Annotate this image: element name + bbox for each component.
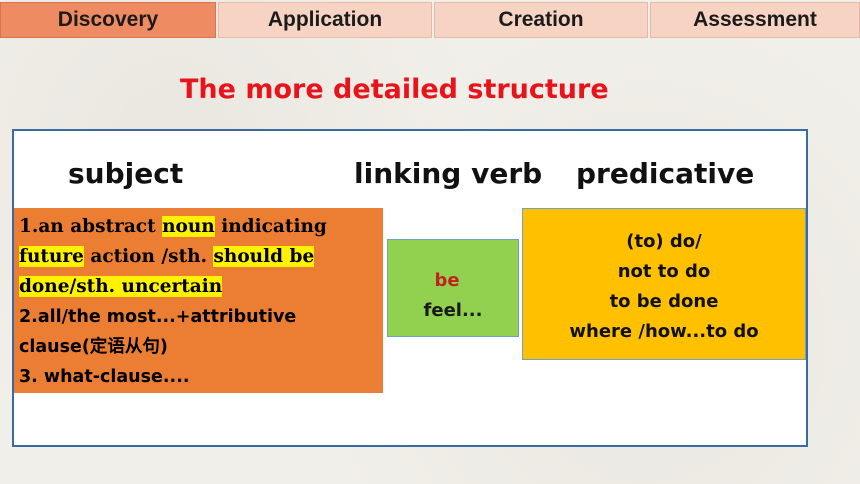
subject-line-1: 1.an abstract noun indicating (19, 212, 379, 242)
subject-line-3: done/sth. uncertain (19, 272, 379, 302)
highlight-done-uncertain: done/sth. uncertain (19, 276, 223, 297)
text-segment: indicating (214, 216, 327, 237)
text-segment: action /sth. (83, 246, 214, 267)
highlight-future: future (19, 246, 84, 267)
highlight-should-be: should be (213, 246, 315, 267)
highlight-noun: noun (162, 216, 215, 237)
tab-application[interactable]: Application (218, 2, 432, 38)
subject-line-4: 2.all/the most...+attributive (19, 307, 297, 327)
tab-discovery[interactable]: Discovery (0, 2, 216, 38)
column-heading-linking-verb: linking verb (354, 157, 543, 190)
tab-bar: Discovery Application Creation Assessmen… (0, 0, 860, 40)
linking-verb-box: be feel... (387, 239, 519, 337)
predicative-box: (to) do/ not to do to be done where /how… (522, 208, 806, 360)
verb-feel: feel... (423, 300, 483, 321)
column-heading-predicative: predicative (576, 157, 755, 190)
column-heading-subject: subject (68, 157, 184, 190)
predicative-line-1: (to) do/ (626, 231, 702, 252)
tab-creation[interactable]: Creation (434, 2, 648, 38)
subject-line-5: clause(定语从句) (19, 337, 168, 357)
subject-line-6: 3. what-clause.... (19, 367, 190, 387)
predicative-line-2: not to do (617, 261, 711, 282)
tab-assessment[interactable]: Assessment (650, 2, 860, 38)
predicative-line-4: where /how...to do (569, 321, 759, 342)
subject-box: 1.an abstract noun indicating future act… (14, 208, 383, 393)
predicative-line-3: to be done (609, 291, 719, 312)
slide-title: The more detailed structure (180, 74, 609, 105)
text-segment: 1.an abstract (19, 216, 163, 237)
subject-line-2: future action /sth. should be (19, 242, 379, 272)
verb-be: be (434, 270, 460, 291)
